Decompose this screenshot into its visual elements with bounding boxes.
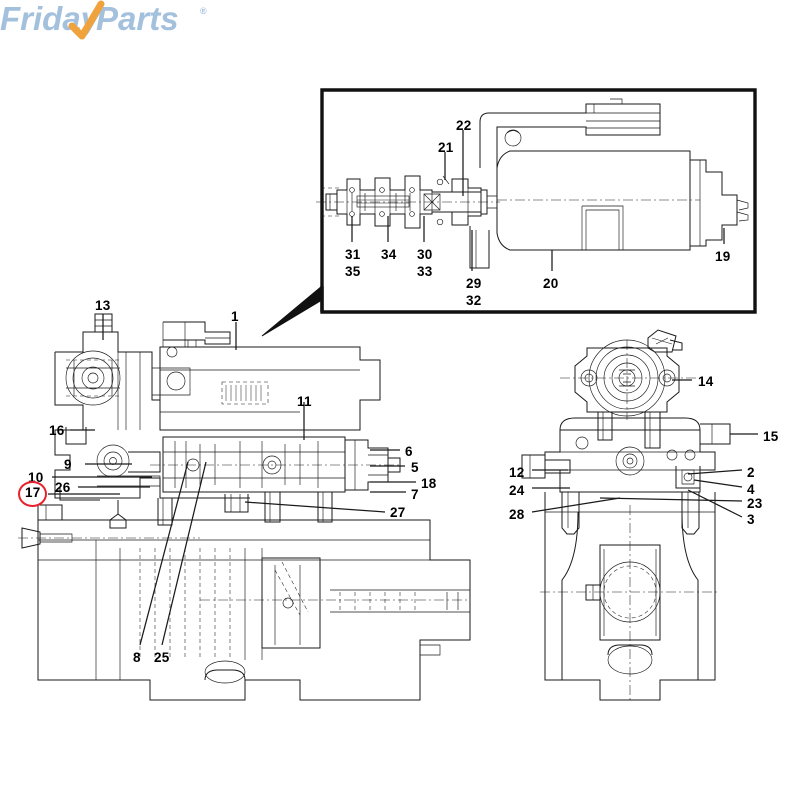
- callout-label-13[interactable]: 13: [95, 298, 111, 313]
- callout-label-24[interactable]: 24: [509, 483, 525, 498]
- callout-label-28[interactable]: 28: [509, 507, 525, 522]
- callout-label-12[interactable]: 12: [509, 465, 525, 480]
- detail-solenoid-valve-drawing: [316, 98, 749, 271]
- callout-leader-lines: [48, 314, 758, 518]
- callout-label-32[interactable]: 32: [466, 293, 482, 308]
- callout-label-23[interactable]: 23: [747, 496, 763, 511]
- callout-label-34[interactable]: 34: [381, 247, 397, 262]
- callout-label-31[interactable]: 31: [345, 247, 361, 262]
- callout-label-25[interactable]: 25: [154, 650, 170, 665]
- callout-label-27[interactable]: 27: [390, 505, 406, 520]
- callout-label-5[interactable]: 5: [411, 460, 419, 475]
- callout-label-18[interactable]: 18: [421, 476, 437, 491]
- callout-label-14[interactable]: 14: [698, 374, 714, 389]
- callout-label-9[interactable]: 9: [64, 457, 72, 472]
- callout-label-22[interactable]: 22: [456, 118, 472, 133]
- callout-label-16[interactable]: 16: [49, 423, 65, 438]
- callout-label-11[interactable]: 11: [297, 394, 312, 409]
- callout-label-19[interactable]: 19: [715, 249, 731, 264]
- callout-label-26[interactable]: 26: [55, 480, 71, 495]
- callout-label-17[interactable]: 17: [25, 485, 41, 500]
- callout-label-29[interactable]: 29: [466, 276, 482, 291]
- callout-label-4[interactable]: 4: [747, 482, 755, 497]
- right-end-view-assembly-drawing: [521, 329, 731, 701]
- callout-label-1[interactable]: 1: [231, 309, 239, 324]
- callout-label-21[interactable]: 21: [438, 140, 454, 155]
- highlight-ring-17: [18, 481, 47, 507]
- callout-label-35[interactable]: 35: [345, 264, 361, 279]
- detail-box-frame: [261, 88, 757, 337]
- callout-label-33[interactable]: 33: [417, 264, 433, 279]
- callout-label-30[interactable]: 30: [417, 247, 433, 262]
- callout-label-20[interactable]: 20: [543, 276, 559, 291]
- callout-label-7[interactable]: 7: [411, 487, 419, 502]
- callout-label-15[interactable]: 15: [763, 429, 779, 444]
- callout-label-6[interactable]: 6: [405, 444, 413, 459]
- callout-label-3[interactable]: 3: [747, 512, 755, 527]
- callout-label-2[interactable]: 2: [747, 465, 755, 480]
- main-pump-assembly-drawing: [18, 313, 471, 701]
- callout-label-8[interactable]: 8: [133, 650, 141, 665]
